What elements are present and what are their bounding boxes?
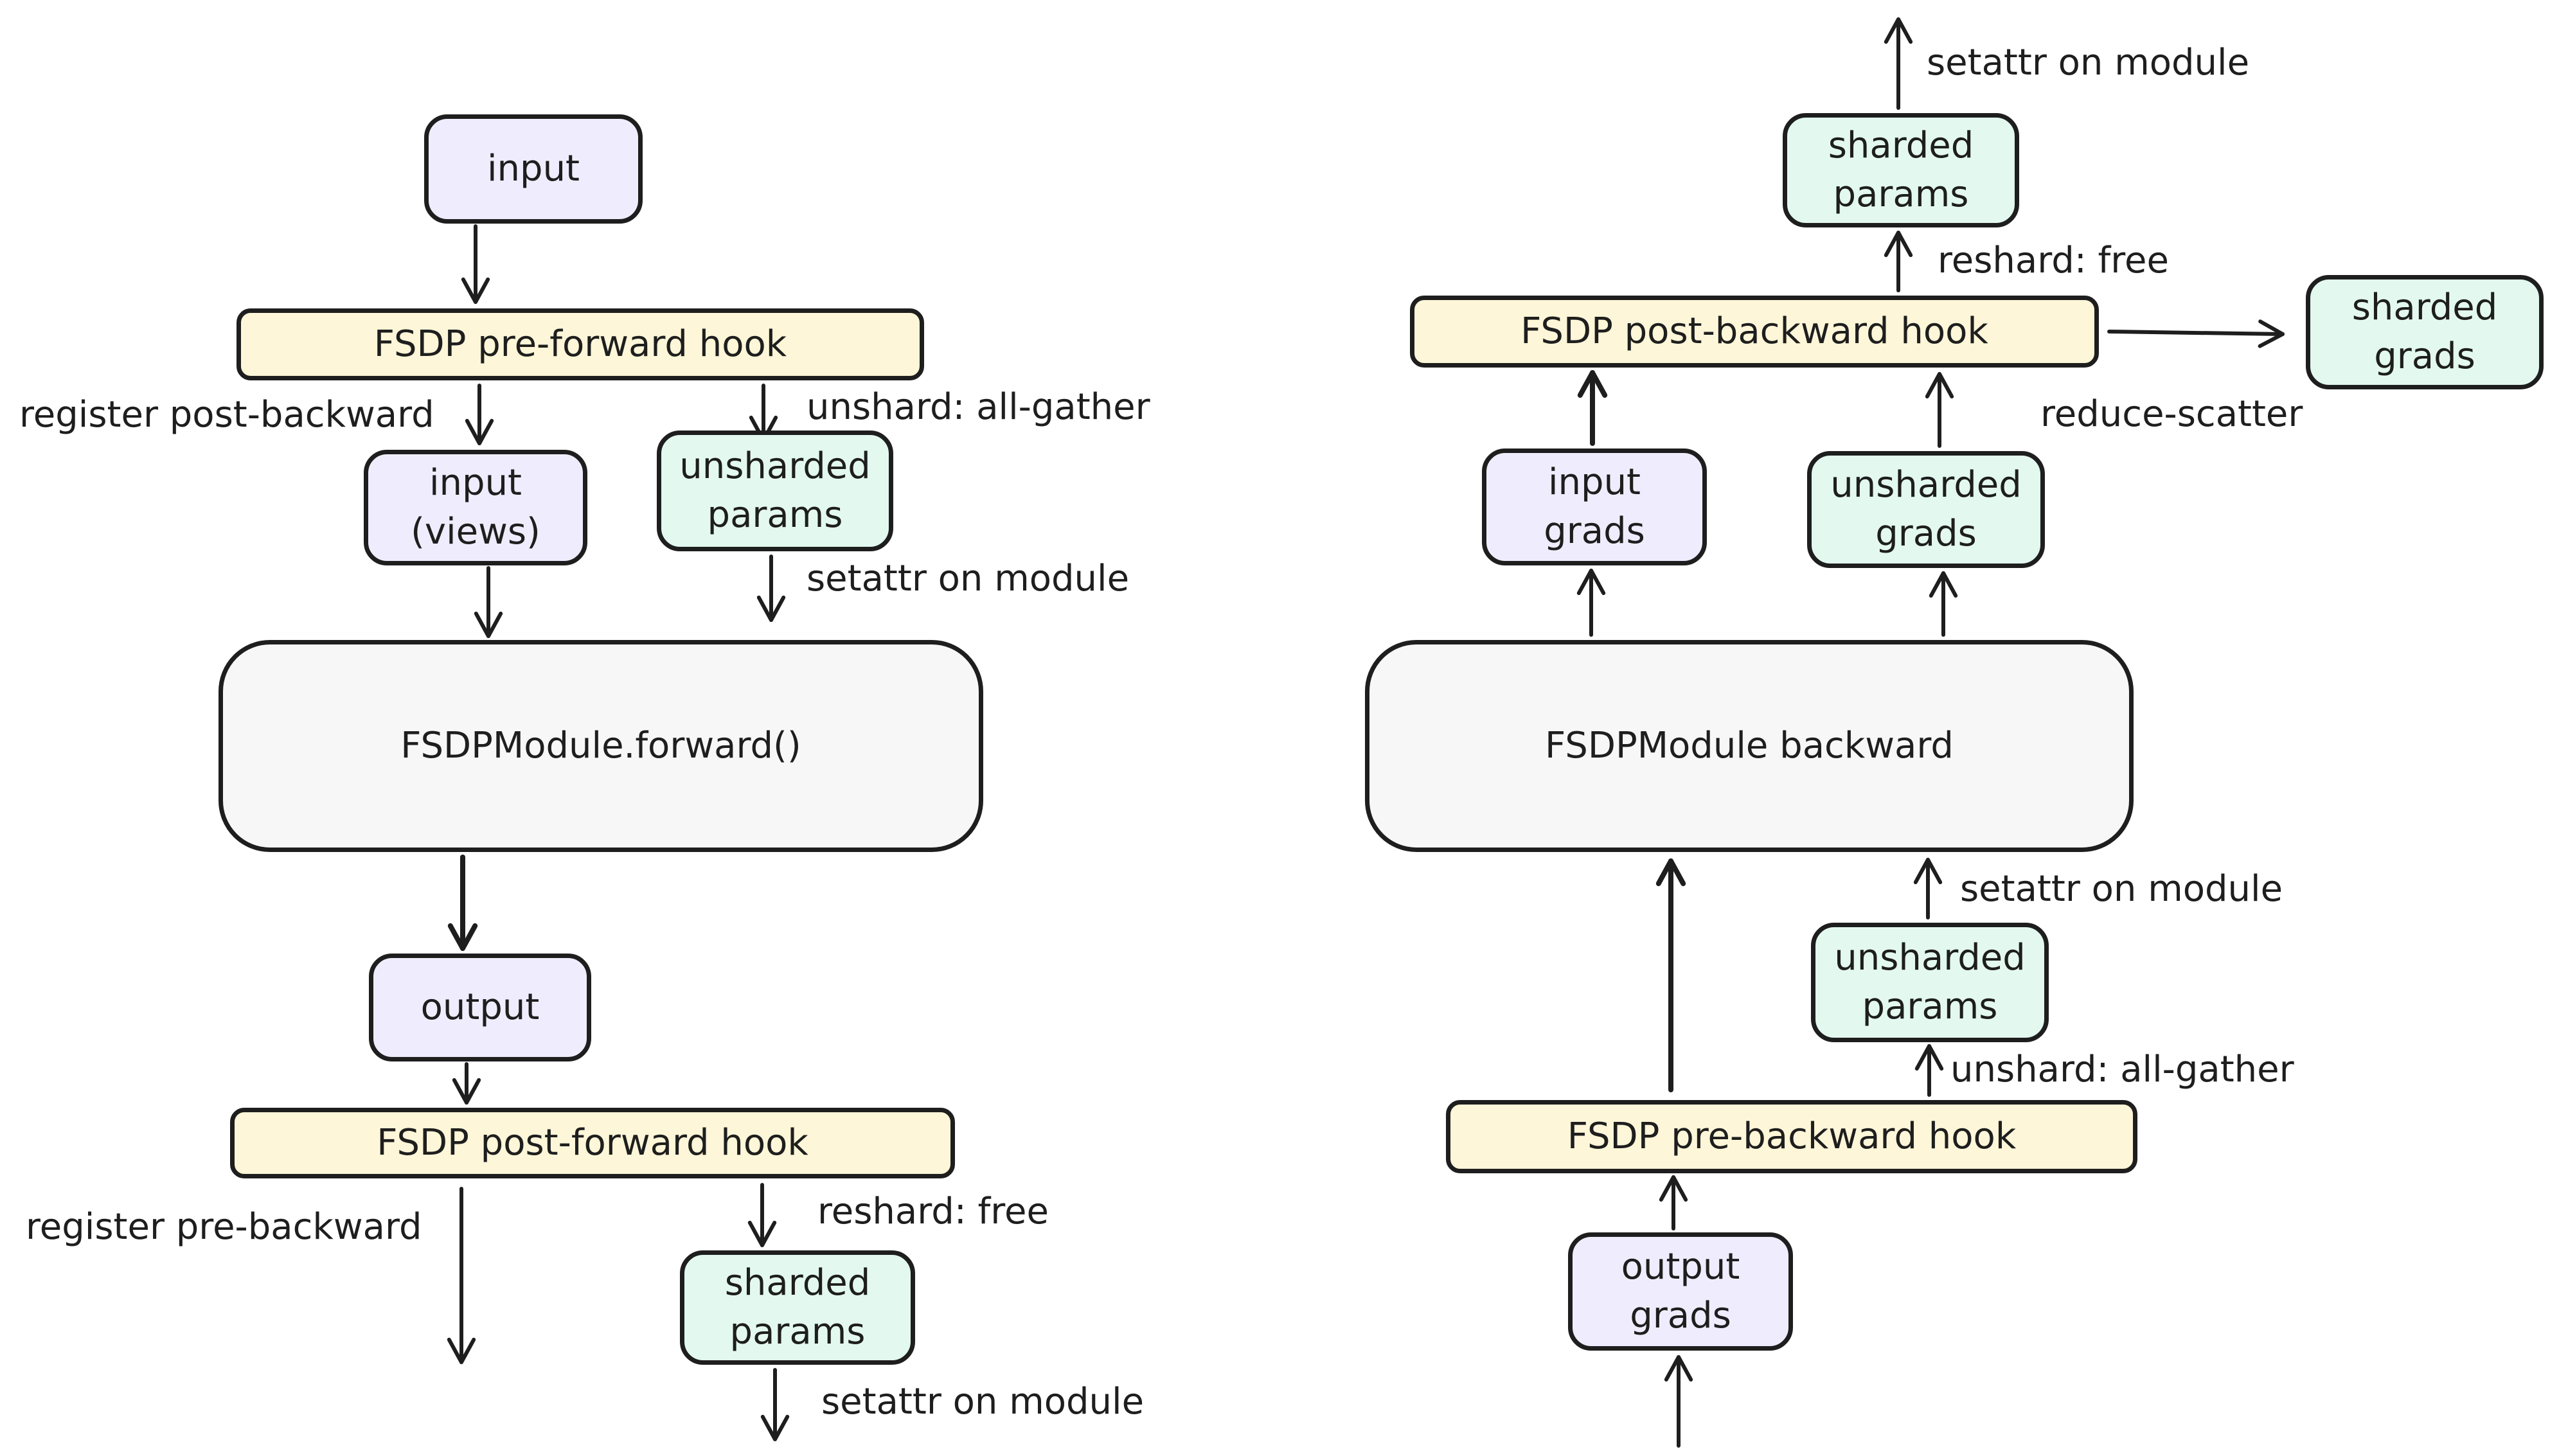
fwd-register-post-backward-label: register post-backward <box>19 394 434 436</box>
fwd-unsharded-params-node: unsharded params <box>657 431 893 551</box>
fwd-pre-forward-hook-label: FSDP pre-forward hook <box>373 323 787 366</box>
fwd-sharded-params-label: sharded params <box>724 1262 871 1353</box>
fwd-output-to-post-hook-arrow <box>452 1062 481 1105</box>
bwd-unsharded-params-node: unsharded params <box>1811 923 2049 1042</box>
bwd-pre-backward-hook: FSDP pre-backward hook <box>1446 1100 2137 1173</box>
bwd-unsharded-grads-node: unsharded grads <box>1807 451 2045 568</box>
bwd-pre-backward-hook-label: FSDP pre-backward hook <box>1567 1115 2017 1158</box>
bwd-post-backward-hook-label: FSDP post-backward hook <box>1520 310 1988 353</box>
fwd-setattr-bottom-label: setattr on module <box>821 1381 1145 1423</box>
bwd-reduce-scatter-label: reduce-scatter <box>2040 393 2303 435</box>
bwd-pre-hook-from-output-arrow <box>1659 1175 1688 1230</box>
bwd-module-to-unsharded-grads-arrow <box>1929 571 1958 637</box>
bwd-incoming-output-grads-arrow <box>1664 1355 1693 1448</box>
bwd-unshard-all-gather-label: unshard: all-gather <box>1950 1049 2294 1090</box>
fwd-unsharded-to-module-arrow <box>756 555 786 622</box>
fwd-unsharded-params-label: unsharded params <box>679 445 871 536</box>
fwd-reshard-free-label: reshard: free <box>817 1191 1049 1232</box>
fwd-module-forward-node: FSDPModule.forward() <box>218 640 983 852</box>
bwd-sharded-params-label: sharded params <box>1828 125 1974 215</box>
fwd-unshard-all-gather-label: unshard: all-gather <box>807 386 1150 428</box>
fwd-output-node: output <box>369 954 591 1061</box>
fwd-sharded-params-node: sharded params <box>680 1250 915 1365</box>
bwd-input-grads-node: input grads <box>1482 448 1707 565</box>
fwd-module-to-output-arrow <box>447 855 478 951</box>
fwd-input-views-node: input (views) <box>364 450 587 565</box>
fwd-input-label: input <box>486 148 580 190</box>
fwd-pre-hook-to-input-views-arrow <box>465 384 494 445</box>
fwd-input-to-pre-hook-arrow <box>461 224 490 304</box>
bwd-input-grads-to-post-hook-arrow <box>1577 370 1608 446</box>
bwd-unsharded-grads-to-post-hook-arrow <box>1925 372 1954 448</box>
bwd-output-to-module-arrow <box>1655 858 1686 1092</box>
fwd-register-pre-backward-label: register pre-backward <box>26 1206 422 1248</box>
fwd-input-views-label: input (views) <box>411 462 540 553</box>
bwd-pre-hook-to-unsharded-arrow <box>1914 1044 1944 1097</box>
fwd-post-hook-to-sharded-arrow <box>747 1183 777 1247</box>
fwd-input-views-to-module-arrow <box>474 566 503 638</box>
bwd-setattr-top-label: setattr on module <box>1927 42 2250 84</box>
bwd-post-backward-hook: FSDP post-backward hook <box>1410 296 2099 368</box>
bwd-module-backward-label: FSDPModule backward <box>1545 725 1954 767</box>
fwd-pre-forward-hook: FSDP pre-forward hook <box>236 308 924 380</box>
fwd-post-forward-hook-label: FSDP post-forward hook <box>377 1122 808 1164</box>
bwd-unsharded-params-label: unsharded params <box>1834 937 2026 1027</box>
fwd-post-hook-register-arrow <box>447 1187 476 1364</box>
bwd-post-hook-to-sharded-params-arrow <box>1884 231 1913 292</box>
fwd-sharded-setattr-arrow <box>760 1368 790 1441</box>
bwd-output-grads-label: output grads <box>1621 1246 1740 1336</box>
fwd-input-node: input <box>424 114 643 224</box>
fwd-module-forward-label: FSDPModule.forward() <box>400 725 801 767</box>
bwd-sharded-grads-label: sharded grads <box>2351 287 2498 377</box>
bwd-unsharded-grads-label: unsharded grads <box>1830 464 2022 555</box>
bwd-module-backward-node: FSDPModule backward <box>1365 640 2134 852</box>
bwd-unsharded-setattr-arrow <box>1913 858 1943 919</box>
bwd-module-to-input-grads-arrow <box>1576 569 1606 637</box>
bwd-post-hook-to-sharded-grads-arrow <box>2107 319 2285 348</box>
bwd-setattr-mid-label: setattr on module <box>1960 868 2283 910</box>
bwd-reshard-free-label: reshard: free <box>1938 240 2169 281</box>
bwd-sharded-params-setattr-arrow <box>1884 17 1913 110</box>
fwd-output-label: output <box>420 986 540 1029</box>
bwd-output-grads-node: output grads <box>1568 1232 1793 1351</box>
bwd-sharded-params-node: sharded params <box>1783 113 2019 227</box>
bwd-sharded-grads-node: sharded grads <box>2306 275 2544 389</box>
bwd-input-grads-label: input grads <box>1544 461 1645 552</box>
fwd-post-forward-hook: FSDP post-forward hook <box>230 1108 955 1178</box>
fwd-setattr-top-label: setattr on module <box>807 558 1130 599</box>
